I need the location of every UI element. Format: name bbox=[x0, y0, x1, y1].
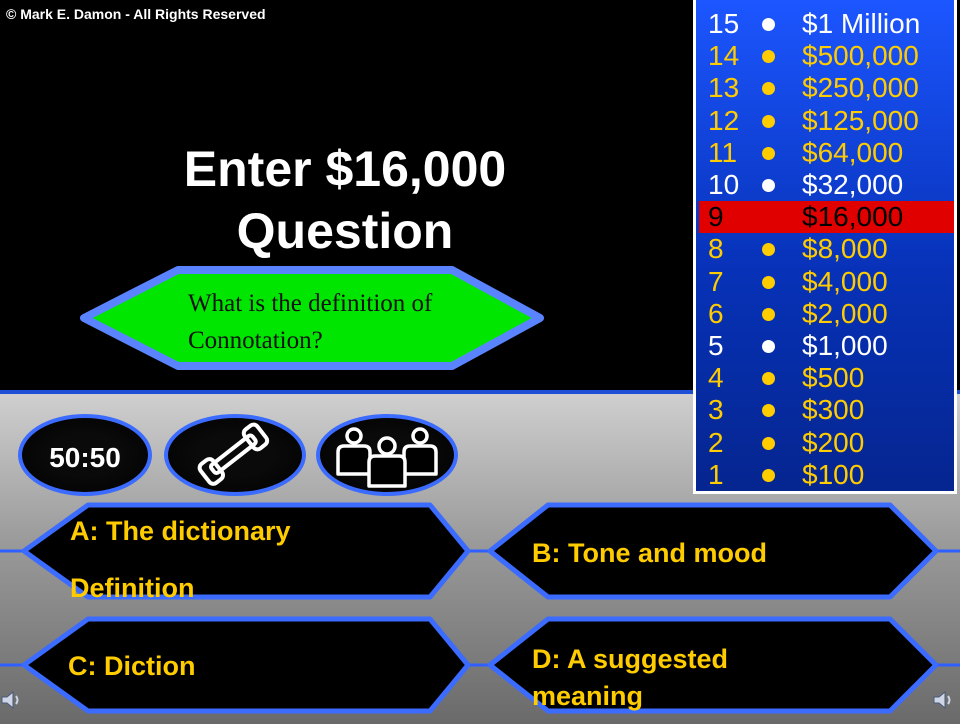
ladder-row-3: 3 $300 bbox=[696, 394, 960, 426]
title-line-1: Enter $16,000 bbox=[183, 141, 507, 197]
ladder-dot-icon bbox=[762, 275, 775, 289]
ladder-amount: $8,000 bbox=[802, 233, 888, 265]
ladder-amount: $500 bbox=[802, 362, 865, 394]
answer-b-button[interactable]: B: Tone and mood bbox=[487, 502, 939, 600]
ladder-amount: $32,000 bbox=[802, 169, 904, 200]
title-line-2: Question bbox=[236, 203, 454, 259]
ladder-row-10: 10 $32,000 bbox=[696, 169, 960, 201]
ladder-row-8: 8 $8,000 bbox=[696, 233, 960, 265]
speaker-icon-left[interactable] bbox=[0, 688, 24, 712]
ladder-row-5: 5 $1,000 bbox=[696, 330, 960, 362]
ladder-dot-icon bbox=[762, 468, 775, 482]
answer-d-label-2: meaning bbox=[532, 681, 643, 711]
ladder-dot-icon bbox=[762, 404, 775, 418]
ladder-row-1: 1 $100 bbox=[696, 459, 960, 491]
ladder-row-12: 12 $125,000 bbox=[696, 105, 960, 137]
answer-a-button[interactable]: A: The dictionary Definition bbox=[21, 502, 471, 603]
ladder-dot-icon bbox=[762, 146, 775, 160]
ladder-amount: $4,000 bbox=[802, 265, 888, 297]
ladder-level-number: 15 bbox=[708, 8, 740, 39]
copyright-notice: © Mark E. Damon - All Rights Reserved bbox=[6, 6, 266, 22]
answer-d-button[interactable]: D: A suggested meaning bbox=[487, 616, 939, 714]
ladder-level-number: 11 bbox=[708, 136, 738, 168]
question-title: Enter $16,000 Question bbox=[90, 138, 600, 262]
answer-b-label: B: Tone and mood bbox=[532, 538, 767, 568]
question-box: What is the definition of Connotation? bbox=[80, 266, 544, 370]
ladder-level-number: 8 bbox=[708, 233, 724, 265]
ladder-level-number: 5 bbox=[708, 330, 724, 361]
ladder-dot-icon bbox=[762, 18, 775, 31]
ladder-level-number: 7 bbox=[708, 265, 724, 297]
ladder-row-7: 7 $4,000 bbox=[696, 266, 960, 298]
ladder-row-11: 11 $64,000 bbox=[696, 137, 960, 169]
ladder-dot-icon bbox=[762, 114, 775, 128]
ladder-level-number: 1 bbox=[708, 458, 724, 490]
fifty-fifty-label: 50:50 bbox=[49, 442, 121, 473]
ladder-amount: $100 bbox=[802, 458, 865, 490]
audience-icon bbox=[336, 427, 438, 488]
ladder-amount: $64,000 bbox=[802, 136, 904, 168]
ladder-dot-icon bbox=[762, 179, 775, 192]
ladder-level-number: 13 bbox=[708, 72, 740, 104]
question-line-2: Connotation? bbox=[188, 327, 323, 354]
ladder-row-9: 9 $16,000 bbox=[699, 201, 954, 234]
ladder-level-number: 9 bbox=[708, 201, 724, 233]
ladder-amount: $1 Million bbox=[802, 8, 921, 39]
ladder-level-number: 10 bbox=[708, 169, 740, 200]
ladder-dot-icon bbox=[762, 436, 775, 450]
ladder-row-2: 2 $200 bbox=[696, 427, 960, 459]
ladder-row-6: 6 $2,000 bbox=[696, 298, 960, 330]
ladder-level-number: 2 bbox=[708, 426, 724, 458]
ladder-amount: $1,000 bbox=[802, 330, 888, 361]
answer-c-button[interactable]: C: Diction bbox=[21, 616, 471, 714]
fifty-fifty-lifeline[interactable]: 50:50 bbox=[18, 414, 152, 496]
ladder-dot-icon bbox=[762, 307, 775, 321]
ladder-level-number: 6 bbox=[708, 297, 724, 329]
ladder-level-number: 4 bbox=[708, 362, 724, 394]
ladder-amount: $2,000 bbox=[802, 297, 888, 329]
ladder-level-number: 3 bbox=[708, 394, 724, 426]
ladder-dot-icon bbox=[762, 211, 775, 224]
ladder-dot-icon bbox=[762, 340, 775, 353]
ladder-amount: $250,000 bbox=[802, 72, 919, 104]
ladder-amount: $16,000 bbox=[802, 201, 904, 233]
answer-a-label: A: The dictionary bbox=[70, 516, 291, 546]
ladder-amount: $300 bbox=[802, 394, 865, 426]
ladder-dot-icon bbox=[762, 372, 775, 386]
ladder-amount: $500,000 bbox=[802, 40, 919, 72]
answer-area: A: The dictionary Definition B: Tone and… bbox=[0, 502, 960, 714]
answer-a-label-2: Definition bbox=[70, 573, 194, 603]
answer-d-label: D: A suggested bbox=[532, 644, 728, 674]
ladder-amount: $125,000 bbox=[802, 104, 919, 136]
ladder-dot-icon bbox=[762, 82, 775, 96]
speaker-icon-right[interactable] bbox=[932, 688, 956, 712]
ladder-row-14: 14 $500,000 bbox=[696, 40, 960, 72]
ask-the-audience-lifeline[interactable] bbox=[316, 414, 458, 496]
ladder-row-15: 15 $1 Million bbox=[696, 8, 960, 40]
ladder-dot-icon bbox=[762, 243, 775, 257]
ladder-amount: $200 bbox=[802, 426, 865, 458]
ladder-level-number: 14 bbox=[708, 40, 740, 72]
ladder-row-4: 4 $500 bbox=[696, 362, 960, 394]
phone-icon bbox=[197, 422, 270, 486]
ladder-dot-icon bbox=[762, 50, 775, 64]
phone-a-friend-lifeline[interactable] bbox=[164, 414, 306, 496]
question-line-1: What is the definition of bbox=[188, 290, 433, 317]
answer-c-label: C: Diction bbox=[68, 651, 196, 681]
ladder-level-number: 12 bbox=[708, 104, 740, 136]
ladder-row-13: 13 $250,000 bbox=[696, 72, 960, 104]
